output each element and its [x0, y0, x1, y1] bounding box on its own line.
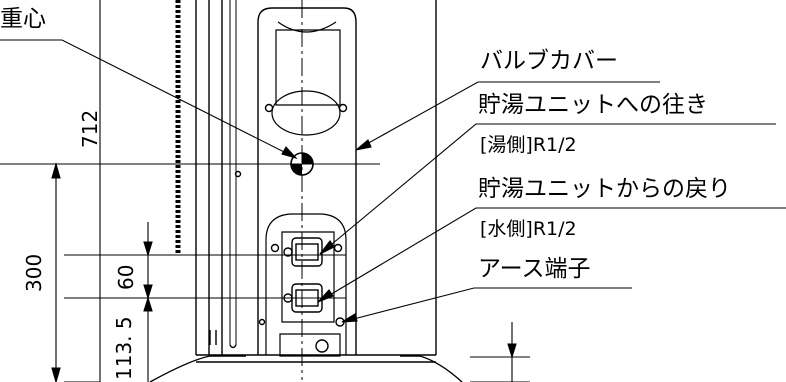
ground-terminal-label: アース端子 [478, 256, 591, 282]
dimension-300: 300 [22, 253, 46, 292]
hot-side-label: [湯側]R1/2 [480, 134, 577, 156]
to-tank-label: 貯湯ユニットへの往き [478, 92, 708, 118]
valve-cover-outline [257, 7, 357, 355]
center-of-gravity-label: 重心 [0, 6, 46, 32]
water-side-label: [水側]R1/2 [480, 218, 577, 240]
dimension-113-5: 113. 5 [112, 316, 136, 380]
valve-cover-label: バルブカバー [480, 48, 618, 74]
left-foot [149, 355, 246, 382]
right-foot [400, 355, 463, 382]
dimension-60: 60 [114, 264, 138, 290]
from-tank-label: 貯湯ユニットからの戻り [478, 176, 731, 202]
dimension-712: 712 [78, 109, 102, 148]
